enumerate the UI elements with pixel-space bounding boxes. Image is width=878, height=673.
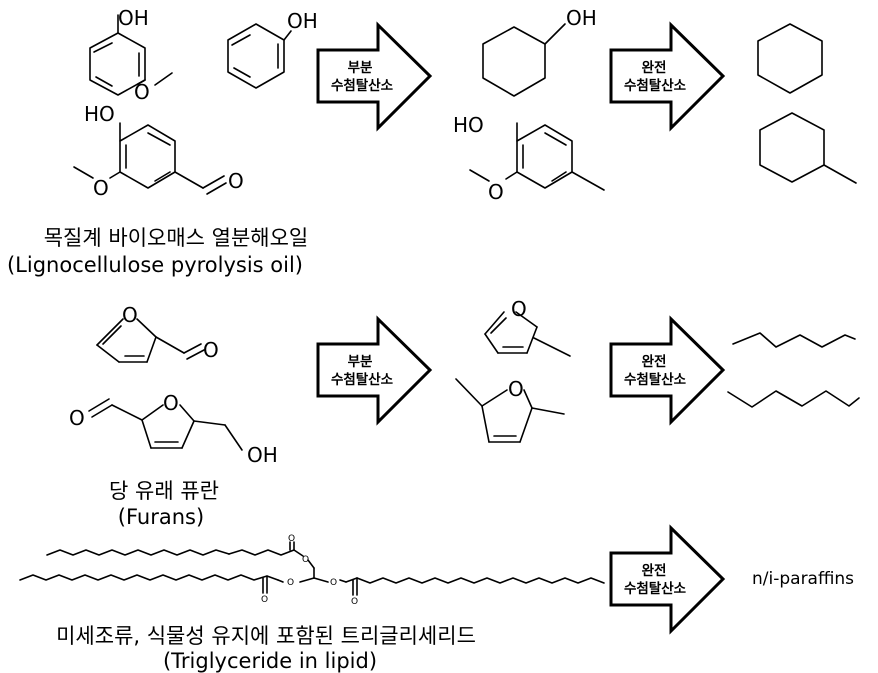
pentane-structure: [732, 332, 856, 348]
atom-label: O: [288, 534, 295, 544]
full-hdo-arrow: 완전 수첨탈산소: [609, 21, 726, 132]
dimethylfuran-structure: O: [455, 377, 565, 443]
atom-label: HO: [84, 102, 115, 126]
arrow-label-line1: 완전: [642, 562, 667, 579]
arrow-label-line1: 완전: [642, 353, 667, 370]
atom-label: O: [93, 176, 109, 200]
full-hdo-arrow: 완전 수첨탈산소: [609, 315, 726, 426]
atom-label: O: [134, 80, 150, 104]
atom-label: O: [330, 578, 337, 588]
atom-label: O: [203, 338, 219, 362]
section-caption-english: (Triglyceride in lipid): [163, 649, 377, 673]
arrow-label-line1: 부분: [348, 354, 373, 370]
arrow-label-line1: 부분: [348, 60, 373, 76]
atom-label: O: [511, 297, 527, 321]
hmf-structure: O O OH: [69, 391, 278, 467]
methylcyclohexane-structure: [759, 112, 857, 184]
arrow-label-line2: 수첨탈산소: [331, 371, 394, 388]
cyclohexanol-structure: OH: [482, 6, 597, 97]
hexane-structure: [727, 390, 860, 408]
atom-label: HO: [453, 113, 484, 137]
atom-label: O: [261, 595, 268, 605]
arrow-label-line1: 완전: [642, 59, 667, 76]
atom-label: O: [163, 391, 179, 415]
methylfuran-structure: O: [484, 297, 571, 357]
atom-label: OH: [566, 6, 597, 30]
product-label: n/i-paraffins: [752, 569, 854, 589]
atom-label: O: [69, 406, 85, 430]
atom-label: O: [287, 578, 294, 588]
atom-label: O: [351, 597, 358, 607]
section-caption-korean: 당 유래 퓨란: [109, 479, 219, 503]
atom-label: O: [228, 169, 244, 193]
arrow-label-line2: 수첨탈산소: [624, 580, 687, 597]
full-hdo-arrow: 완전 수첨탈산소: [609, 524, 726, 635]
atom-label: O: [302, 555, 309, 565]
atom-label: O: [508, 377, 524, 401]
furfural-structure: O O: [96, 303, 219, 363]
section-caption-english: (Lignocellulose pyrolysis oil): [7, 253, 303, 277]
arrow-label-line2: 수첨탈산소: [331, 77, 394, 94]
atom-label: OH: [247, 443, 278, 467]
atom-label: O: [122, 303, 138, 327]
vanillin-structure: HO O O: [73, 102, 244, 200]
creosol-structure: HO O: [453, 113, 605, 204]
section-caption-english: (Furans): [118, 505, 204, 529]
phenol-structure: OH: [227, 9, 318, 89]
atom-label: OH: [287, 9, 318, 33]
section-caption-korean: 목질계 바이오매스 열분해오일: [44, 226, 309, 250]
cyclohexane-structure: [757, 23, 823, 94]
atom-label: O: [488, 180, 504, 204]
partial-hdo-arrow: 부분 수첨탈산소: [316, 21, 433, 132]
arrow-label-line2: 수첨탈산소: [624, 371, 687, 388]
partial-hdo-arrow: 부분 수첨탈산소: [316, 315, 433, 426]
section-caption-korean: 미세조류, 식물성 유지에 포함된 트리글리세리드: [56, 624, 476, 648]
guaiacol-structure: OH O: [89, 6, 173, 104]
triglyceride-structure: O O O O O O: [19, 534, 605, 607]
arrow-label-line2: 수첨탈산소: [624, 77, 687, 94]
atom-label: OH: [118, 6, 149, 30]
